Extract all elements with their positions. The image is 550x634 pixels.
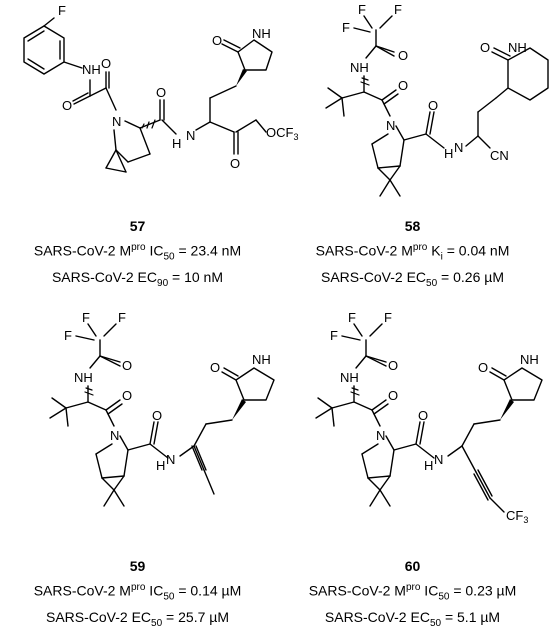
atom-o: O bbox=[480, 40, 490, 55]
compound-number: 59 bbox=[129, 558, 146, 574]
atom-o: O bbox=[62, 98, 72, 113]
atom-o: O bbox=[122, 388, 132, 403]
atom-o: O bbox=[398, 78, 408, 93]
atom-nh: NH bbox=[82, 62, 101, 77]
atom-n: N bbox=[186, 128, 195, 143]
activity-line-1: SARS-CoV-2 Mpro IC50 = 0.23 µM bbox=[308, 582, 517, 603]
atom-h: H bbox=[156, 458, 165, 473]
activity-line-1: SARS-CoV-2 Mpro Ki = 0.04 nM bbox=[315, 242, 510, 263]
compound-number: 60 bbox=[404, 558, 421, 574]
caption-57: 57 SARS-CoV-2 Mpro IC50 = 23.4 nM SARS-C… bbox=[0, 216, 275, 294]
atom-nh: NH bbox=[74, 370, 93, 385]
atom-f: F bbox=[330, 328, 338, 343]
atom-o: O bbox=[152, 408, 162, 423]
atom-nh: NH bbox=[508, 40, 527, 55]
atom-f: F bbox=[118, 310, 126, 325]
activity-line-2: SARS-CoV-2 EC50 = 25.7 µM bbox=[46, 609, 229, 630]
atom-o: O bbox=[478, 360, 488, 375]
activity-line-1: SARS-CoV-2 Mpro IC50 = 0.14 µM bbox=[33, 582, 242, 603]
atom-h: H bbox=[172, 136, 181, 151]
atom-cf3: CF3 bbox=[506, 508, 528, 525]
atom-o: O bbox=[122, 358, 132, 373]
atom-h: H bbox=[424, 458, 433, 473]
atom-n: N bbox=[166, 452, 175, 467]
atom-o: O bbox=[388, 358, 398, 373]
atom-n: N bbox=[434, 452, 443, 467]
atom-o: O bbox=[156, 85, 166, 100]
atom-f: F bbox=[64, 328, 72, 343]
atom-f: F bbox=[394, 2, 402, 17]
caption-60: 60 SARS-CoV-2 Mpro IC50 = 0.23 µM SARS-C… bbox=[275, 556, 550, 634]
atom-f: F bbox=[342, 20, 350, 35]
atom-f: F bbox=[358, 2, 366, 17]
atom-o: O bbox=[230, 156, 240, 171]
activity-line-2: SARS-CoV-2 EC50 = 0.26 µM bbox=[321, 269, 504, 290]
activity-line-2: SARS-CoV-2 EC90 = 10 nM bbox=[51, 269, 224, 290]
activity-line-1: SARS-CoV-2 Mpro IC50 = 23.4 nM bbox=[33, 242, 242, 263]
atom-n: N bbox=[110, 428, 119, 443]
atom-o: O bbox=[210, 360, 220, 375]
atom-nh: NH bbox=[520, 352, 539, 367]
atom-cn: CN bbox=[490, 148, 509, 163]
atom-o: O bbox=[212, 33, 222, 48]
atom-f: F bbox=[384, 310, 392, 325]
atom-nh: NH bbox=[350, 60, 369, 75]
atom-f: F bbox=[348, 310, 356, 325]
structure-60: F F F O NH O N O bbox=[315, 310, 543, 525]
structure-59: F F F O NH O N O bbox=[49, 310, 275, 507]
atom-ocf3: OCF3 bbox=[266, 125, 298, 142]
atom-o: O bbox=[418, 408, 428, 423]
atom-nh: NH bbox=[252, 26, 271, 41]
atom-f: F bbox=[58, 3, 66, 18]
atom-o: O bbox=[101, 56, 111, 71]
caption-58: 58 SARS-CoV-2 Mpro Ki = 0.04 nM SARS-CoV… bbox=[275, 216, 550, 294]
caption-59: 59 SARS-CoV-2 Mpro IC50 = 0.14 µM SARS-C… bbox=[0, 556, 275, 634]
atom-o: O bbox=[398, 48, 408, 63]
atom-nh: NH bbox=[340, 370, 359, 385]
compound-number: 58 bbox=[404, 218, 421, 234]
atom-h: H bbox=[444, 146, 453, 161]
atom-f: F bbox=[82, 310, 90, 325]
atom-n: N bbox=[112, 114, 121, 129]
activity-line-2: SARS-CoV-2 EC50 = 5.1 µM bbox=[324, 609, 501, 630]
atom-o: O bbox=[428, 98, 438, 113]
atom-n: N bbox=[376, 428, 385, 443]
atom-n: N bbox=[454, 140, 463, 155]
atom-nh: NH bbox=[252, 352, 271, 367]
atom-o: O bbox=[388, 388, 398, 403]
compound-number: 57 bbox=[129, 218, 146, 234]
atom-n: N bbox=[386, 118, 395, 133]
structure-57: F NH O O N O H N bbox=[23, 3, 298, 173]
structure-58: F F F O NH O N O bbox=[325, 2, 549, 197]
